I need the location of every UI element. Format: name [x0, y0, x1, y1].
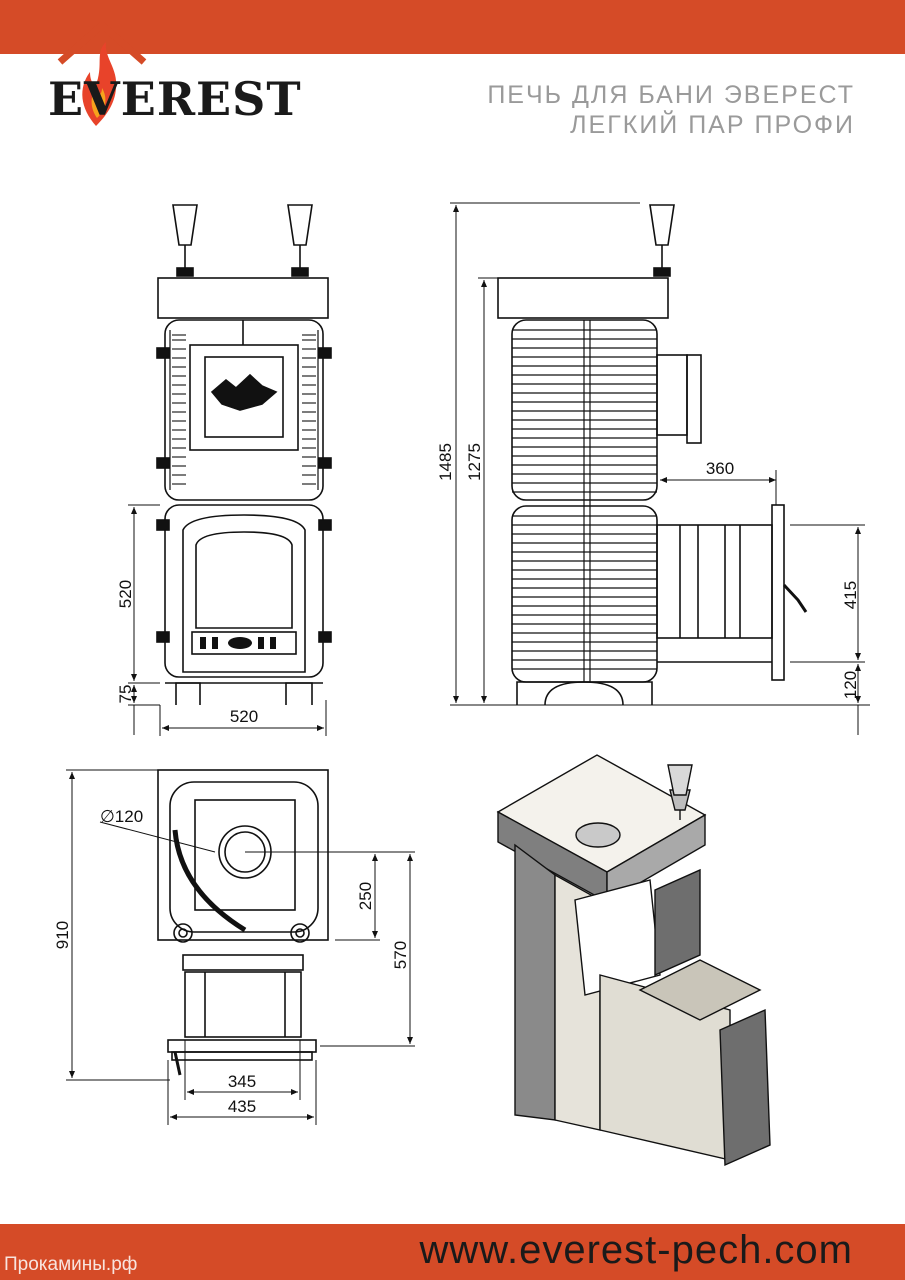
- side-dimension-lines: [450, 202, 870, 735]
- watermark: Прокамины.рф: [4, 1254, 138, 1275]
- side-tunnel-door: [771, 504, 785, 681]
- top-outer-box: [157, 769, 329, 941]
- cutaway-door: [719, 1008, 771, 1167]
- top-dim-345: 345: [228, 1072, 256, 1091]
- side-upper-door: [656, 354, 688, 436]
- top-tunnel-rim: [182, 954, 304, 971]
- front-upper-door: [189, 344, 299, 451]
- front-dim-520-width: 520: [230, 707, 258, 726]
- cutaway-left-ribs: [514, 843, 556, 1121]
- side-view: [497, 204, 808, 706]
- flame-icon: [82, 42, 117, 126]
- front-fitting-left: [172, 204, 198, 277]
- side-dim-1485: 1485: [436, 443, 455, 481]
- cutaway-isometric-view: [496, 754, 771, 1167]
- front-view: [156, 204, 332, 705]
- front-ash-vents: [191, 631, 297, 655]
- top-dim-435: 435: [228, 1097, 256, 1116]
- side-tunnel: [656, 524, 773, 639]
- logo-text: EVEREST: [48, 72, 302, 126]
- front-dim-520-height: 520: [116, 580, 135, 608]
- side-dim-1275: 1275: [465, 443, 484, 481]
- logo-roof-icon: [57, 20, 147, 126]
- mountain-emblem-icon: [210, 373, 278, 411]
- top-door-frame: [167, 1039, 317, 1053]
- front-firebox-body: [164, 504, 324, 678]
- title-line-1: ПЕЧЬ ДЛЯ БАНИ ЭВЕРЕСТ: [487, 81, 855, 109]
- top-dim-diameter: ∅120: [100, 807, 143, 826]
- front-upper-body: [164, 319, 324, 501]
- front-top-box: [157, 277, 329, 319]
- front-ribs: [172, 334, 316, 485]
- top-tunnel: [184, 971, 302, 1038]
- website-url[interactable]: www.everest-pech.com: [419, 1228, 853, 1272]
- bottom-accent-bar: [0, 1224, 905, 1280]
- top-dim-250: 250: [356, 882, 375, 910]
- side-dim-360: 360: [706, 459, 734, 478]
- front-dimension-lines: [128, 504, 327, 736]
- everest-logo: EVEREST: [40, 20, 310, 132]
- title-line-2: ЛЕГКИЙ ПАР ПРОФИ: [570, 111, 855, 139]
- front-firebox-glass: [195, 531, 293, 629]
- top-dim-910: 910: [53, 921, 72, 949]
- top-dim-570: 570: [391, 941, 410, 969]
- top-view: [157, 769, 329, 1076]
- side-top-box: [497, 277, 669, 319]
- side-fitting: [649, 204, 675, 277]
- side-dim-120: 120: [841, 671, 860, 699]
- front-leg-left: [175, 682, 201, 705]
- front-firebox-door-frame: [182, 514, 306, 673]
- product-title: ПЕЧЬ ДЛЯ БАНИ ЭВЕРЕСТ ЛЕГКИЙ ПАР ПРОФИ: [487, 80, 855, 140]
- top-accent-bar: [0, 0, 905, 54]
- front-leg-right: [285, 682, 313, 705]
- front-fitting-right: [287, 204, 313, 277]
- front-dim-75: 75: [116, 685, 135, 704]
- top-dimension-lines: [66, 769, 415, 1125]
- side-dim-415: 415: [841, 581, 860, 609]
